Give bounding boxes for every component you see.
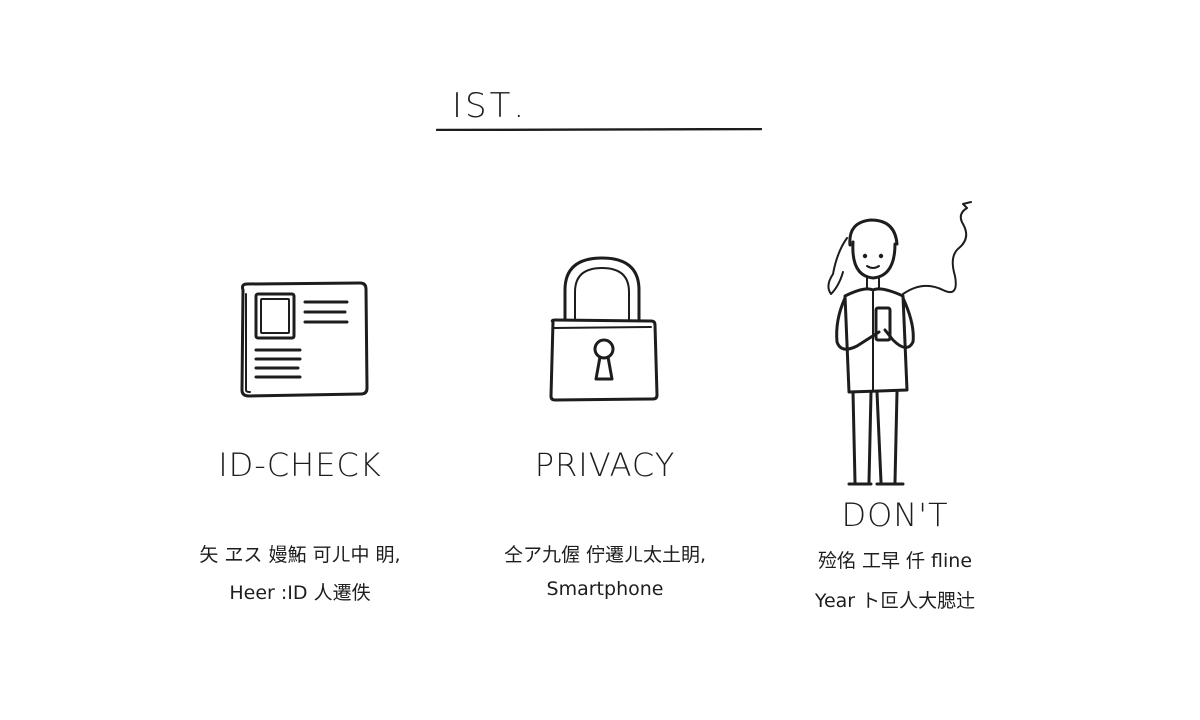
panel-text-line-1: 矢 ヱス 嫚鮖 可ㄦ中 眀, [199,544,401,566]
panel-label: ID-CHECK [218,446,382,484]
panel-text-line-1: 殓佲 工早 仟 fline [817,550,973,572]
panel-privacy: PRIVACY 仝ア九偓 佇遷ㄦ太土眀, Smartphone [455,190,755,630]
panel-text-line-2: Heer :ID 人遷佚 [229,582,371,604]
panel-label: DON'T [841,496,949,534]
panel-text-line-1: 仝ア九偓 佇遷ㄦ太土眀, [503,544,707,566]
panel-label: PRIVACY [534,446,676,484]
page-header: ISΤ. [436,86,762,136]
panel-text-line-2: Smartphone [546,578,664,600]
panel-dont: DON'T 殓佲 工早 仟 fline Year ト叵人大腮辻 [745,190,1045,630]
page-title: ISΤ. [452,86,528,126]
id-card-icon [150,190,450,520]
padlock-icon [455,190,755,520]
person-with-phone-icon [745,190,1045,520]
panel-id-check: ID-CHECK 矢 ヱス 嫚鮖 可ㄦ中 眀, Heer :ID 人遷佚 [150,190,450,630]
title-underline [436,128,762,131]
panel-text-line-2: Year ト叵人大腮辻 [814,590,976,612]
